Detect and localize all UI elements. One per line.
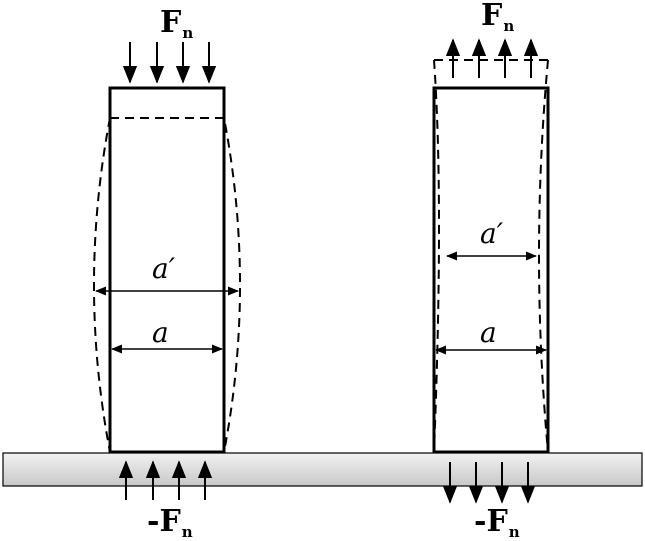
ground-plate xyxy=(2,452,643,487)
right-dim-original-label: a xyxy=(480,316,497,349)
right-bottom-force-arrows xyxy=(442,462,536,504)
compression-column-group: Fn a′ a -Fn xyxy=(93,5,241,541)
right-original-column xyxy=(432,86,550,454)
left-dim-original-label: a xyxy=(152,316,169,349)
left-top-force-arrows xyxy=(122,42,217,84)
right-dim-deformed-label: a′ xyxy=(480,217,504,250)
left-bottom-force-label: -Fn xyxy=(147,504,193,541)
left-bottom-force-arrows xyxy=(118,460,213,500)
tension-column-group: Fn a′ a -Fn xyxy=(432,0,550,541)
right-deformed-outline xyxy=(433,59,549,453)
left-dim-deformed-label: a′ xyxy=(152,252,176,285)
left-original-column xyxy=(108,86,226,454)
right-top-force-label: Fn xyxy=(481,0,514,35)
left-deformed-outline xyxy=(93,117,241,453)
left-top-force-label: Fn xyxy=(160,5,193,42)
right-bottom-force-label: -Fn xyxy=(474,504,520,541)
